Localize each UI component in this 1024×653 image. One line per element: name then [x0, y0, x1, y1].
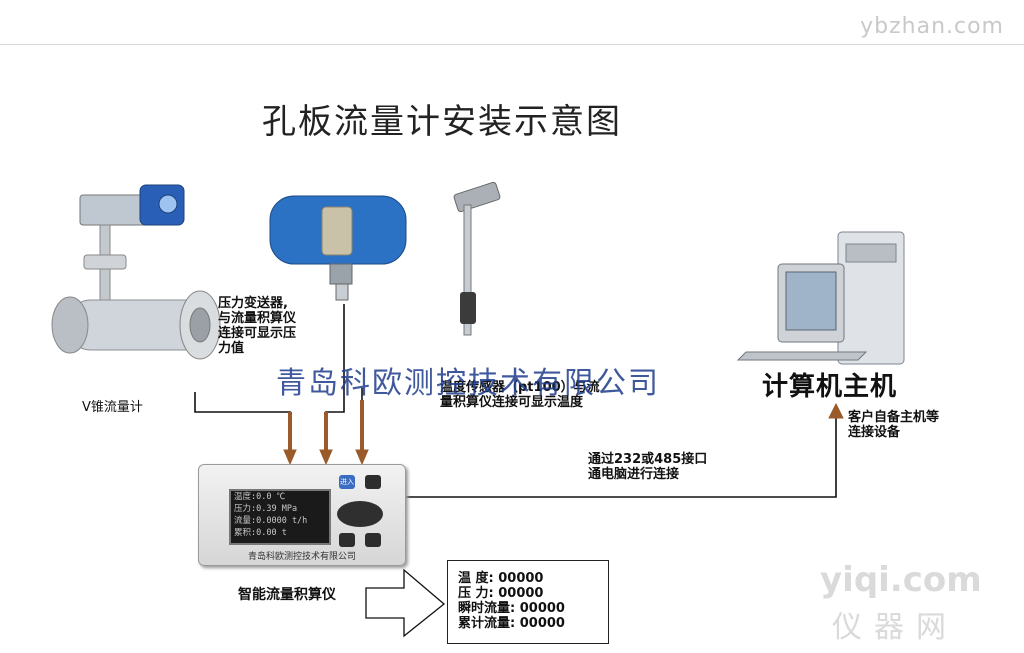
comm-label: 通过232或485接口 通电脑进行连接: [588, 452, 708, 482]
device-brand: 青岛科欧测控技术有限公司: [247, 552, 356, 562]
pointer-arrow: [365, 568, 446, 638]
v-cone-label: V锥流量计: [82, 400, 143, 415]
watermark-corner-sub: 仪器网: [832, 610, 958, 645]
watermark-corner: yiqi.com: [820, 560, 982, 600]
integrator-label: 智能流量积算仪: [238, 587, 336, 603]
client-device-label: 客户自备主机等 连接设备: [848, 410, 940, 440]
enter-key: 进入: [339, 475, 355, 489]
temperature-sensor-label: 温度传感器（pt100）与流 量积算仪连接可显示温度: [440, 380, 600, 410]
host-label: 计算机主机: [762, 372, 898, 402]
direction-pad: [337, 501, 383, 527]
v-cone-flowmeter-illustration: [51, 184, 221, 360]
readout-row: 瞬时流量: 00000: [458, 601, 565, 616]
screen-row: 压力:0.39 MPa: [234, 504, 298, 514]
arrow-head: [355, 449, 369, 466]
computer-host-illustration: [736, 231, 905, 365]
readout-row: 压 力: 00000: [458, 586, 544, 601]
arrow-head: [319, 449, 333, 466]
arrows: [283, 400, 844, 466]
v-cone-line: [194, 392, 291, 462]
readout-row: 温 度: 00000: [458, 571, 544, 586]
page-title: 孔板流量计安装示意图: [262, 102, 622, 142]
screen-row: 温度:0.0 ℃: [234, 492, 286, 502]
screen-row: 流量:0.0000 t/h: [234, 516, 308, 526]
pressure-transmitter-illustration: [269, 195, 407, 301]
arrow-head: [283, 449, 297, 466]
readout-row: 累计流量: 00000: [458, 616, 565, 631]
screen-row: 累积:0.00 t: [234, 528, 287, 538]
key: [365, 533, 381, 547]
watermark-top: ybzhan.com: [860, 14, 1004, 39]
arrow-head: [828, 402, 844, 419]
company-watermark: 青岛科欧测控技术有限公司: [276, 366, 660, 401]
key: [339, 533, 355, 547]
flow-integrator-device: 温度:0.0 ℃ 压力:0.39 MPa 流量:0.0000 t/h 累积:0.…: [198, 464, 406, 566]
comm-line: [404, 415, 837, 498]
device-screen: 温度:0.0 ℃ 压力:0.39 MPa 流量:0.0000 t/h 累积:0.…: [229, 489, 331, 545]
top-divider: [0, 44, 1024, 45]
readout-box: 温 度: 00000 压 力: 00000 瞬时流量: 00000 累计流量: …: [447, 560, 609, 644]
function-key: [365, 475, 381, 489]
pressure-transmitter-label: 压力变送器, 与流量积算仪 连接可显示压 力值: [218, 296, 297, 356]
temperature-sensor-illustration: [453, 181, 501, 336]
